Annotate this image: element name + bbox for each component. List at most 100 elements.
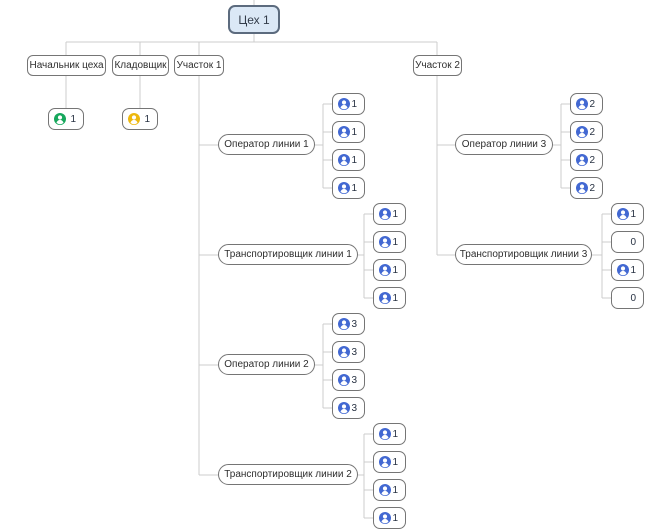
- slot-node[interactable]: 1: [373, 259, 406, 281]
- person-icon: [379, 292, 391, 304]
- node-label: Начальник цеха: [29, 60, 104, 71]
- slot-count: 1: [392, 512, 398, 524]
- person-icon: [128, 113, 140, 125]
- slot-count: 1: [144, 113, 150, 125]
- slot-node[interactable]: 3: [332, 397, 365, 419]
- section-1-node[interactable]: Участок 1: [174, 55, 224, 76]
- slot-node[interactable]: 1: [332, 93, 365, 115]
- person-icon: [379, 428, 391, 440]
- slot-count: 1: [392, 428, 398, 440]
- slot-node[interactable]: 2: [570, 93, 603, 115]
- slot-node[interactable]: 0: [611, 231, 644, 253]
- person-icon: [379, 236, 391, 248]
- slot-node[interactable]: 1: [611, 203, 644, 225]
- slot-node[interactable]: 1: [373, 507, 406, 529]
- person-icon: [379, 512, 391, 524]
- slot-count: 1: [392, 456, 398, 468]
- person-icon: [379, 456, 391, 468]
- slot-count: 1: [392, 264, 398, 276]
- person-icon: [338, 154, 350, 166]
- slot-count: 3: [351, 318, 357, 330]
- node-label: Участок 2: [415, 60, 460, 71]
- node-label: Транспортировщик линии 2: [224, 469, 352, 480]
- slot-node[interactable]: 2: [570, 177, 603, 199]
- shop-manager-node[interactable]: Начальник цеха: [27, 55, 106, 76]
- transporter-line-1-node[interactable]: Транспортировщик линии 1: [218, 244, 358, 265]
- person-icon: [379, 208, 391, 220]
- slot-node[interactable]: 1: [332, 177, 365, 199]
- person-icon: [617, 208, 629, 220]
- node-label: Цех 1: [238, 12, 270, 27]
- slot-count: 1: [392, 292, 398, 304]
- operator-line-1-node[interactable]: Оператор линии 1: [218, 134, 315, 155]
- slot-count: 1: [351, 182, 357, 194]
- slot-node[interactable]: 0: [611, 287, 644, 309]
- slot-count: 1: [392, 236, 398, 248]
- slot-count: 1: [70, 113, 76, 125]
- slot-node[interactable]: 3: [332, 313, 365, 335]
- storekeeper-node[interactable]: Кладовщик: [112, 55, 169, 76]
- root-node[interactable]: Цех 1: [228, 5, 280, 34]
- slot-count: 3: [351, 374, 357, 386]
- slot-node[interactable]: 1: [332, 121, 365, 143]
- operator-line-3-node[interactable]: Оператор линии 3: [455, 134, 553, 155]
- person-icon: [576, 98, 588, 110]
- slot-count: 1: [351, 98, 357, 110]
- slot-node[interactable]: 1: [373, 423, 406, 445]
- node-label: Оператор линии 3: [461, 139, 547, 150]
- person-icon: [338, 318, 350, 330]
- slot-node[interactable]: 1: [373, 231, 406, 253]
- person-icon: [338, 182, 350, 194]
- node-label: Кладовщик: [114, 60, 167, 71]
- slot-node[interactable]: 1: [373, 479, 406, 501]
- person-icon: [338, 374, 350, 386]
- slot-count: 1: [630, 264, 636, 276]
- slot-node[interactable]: 1: [373, 203, 406, 225]
- slot-count: 2: [589, 126, 595, 138]
- person-icon: [576, 182, 588, 194]
- node-label: Оператор линии 2: [224, 359, 309, 370]
- slot-count: 3: [351, 402, 357, 414]
- section-2-node[interactable]: Участок 2: [413, 55, 462, 76]
- slot-count: 1: [630, 208, 636, 220]
- transporter-line-2-node[interactable]: Транспортировщик линии 2: [218, 464, 358, 485]
- slot-count: 1: [392, 208, 398, 220]
- slot-node[interactable]: 3: [332, 369, 365, 391]
- slot-count: 2: [589, 98, 595, 110]
- connector-path: [65, 0, 611, 519]
- slot-count: 0: [630, 236, 636, 248]
- slot-node[interactable]: 1: [373, 451, 406, 473]
- slot-node[interactable]: 3: [332, 341, 365, 363]
- person-icon: [379, 484, 391, 496]
- person-icon: [54, 113, 66, 125]
- operator-line-2-node[interactable]: Оператор линии 2: [218, 354, 315, 375]
- node-label: Оператор линии 1: [224, 139, 309, 150]
- person-icon: [379, 264, 391, 276]
- person-icon: [338, 98, 350, 110]
- slot-count: 0: [630, 292, 636, 304]
- slot-count: 1: [351, 154, 357, 166]
- slot-count: 2: [589, 154, 595, 166]
- person-icon: [576, 126, 588, 138]
- transporter-line-3-node[interactable]: Транспортировщик линии 3: [455, 244, 592, 265]
- person-icon: [576, 154, 588, 166]
- node-label: Транспортировщик линии 1: [224, 249, 352, 260]
- slot-node[interactable]: 1: [48, 108, 84, 130]
- slot-node[interactable]: 2: [570, 121, 603, 143]
- node-label: Транспортировщик линии 3: [459, 249, 588, 260]
- slot-count: 1: [392, 484, 398, 496]
- person-icon: [338, 126, 350, 138]
- slot-count: 3: [351, 346, 357, 358]
- slot-node[interactable]: 1: [332, 149, 365, 171]
- person-icon: [338, 402, 350, 414]
- slot-node[interactable]: 1: [611, 259, 644, 281]
- slot-count: 1: [351, 126, 357, 138]
- slot-node[interactable]: 1: [122, 108, 158, 130]
- slot-node[interactable]: 2: [570, 149, 603, 171]
- node-label: Участок 1: [176, 60, 222, 71]
- person-icon: [338, 346, 350, 358]
- slot-node[interactable]: 1: [373, 287, 406, 309]
- slot-count: 2: [589, 182, 595, 194]
